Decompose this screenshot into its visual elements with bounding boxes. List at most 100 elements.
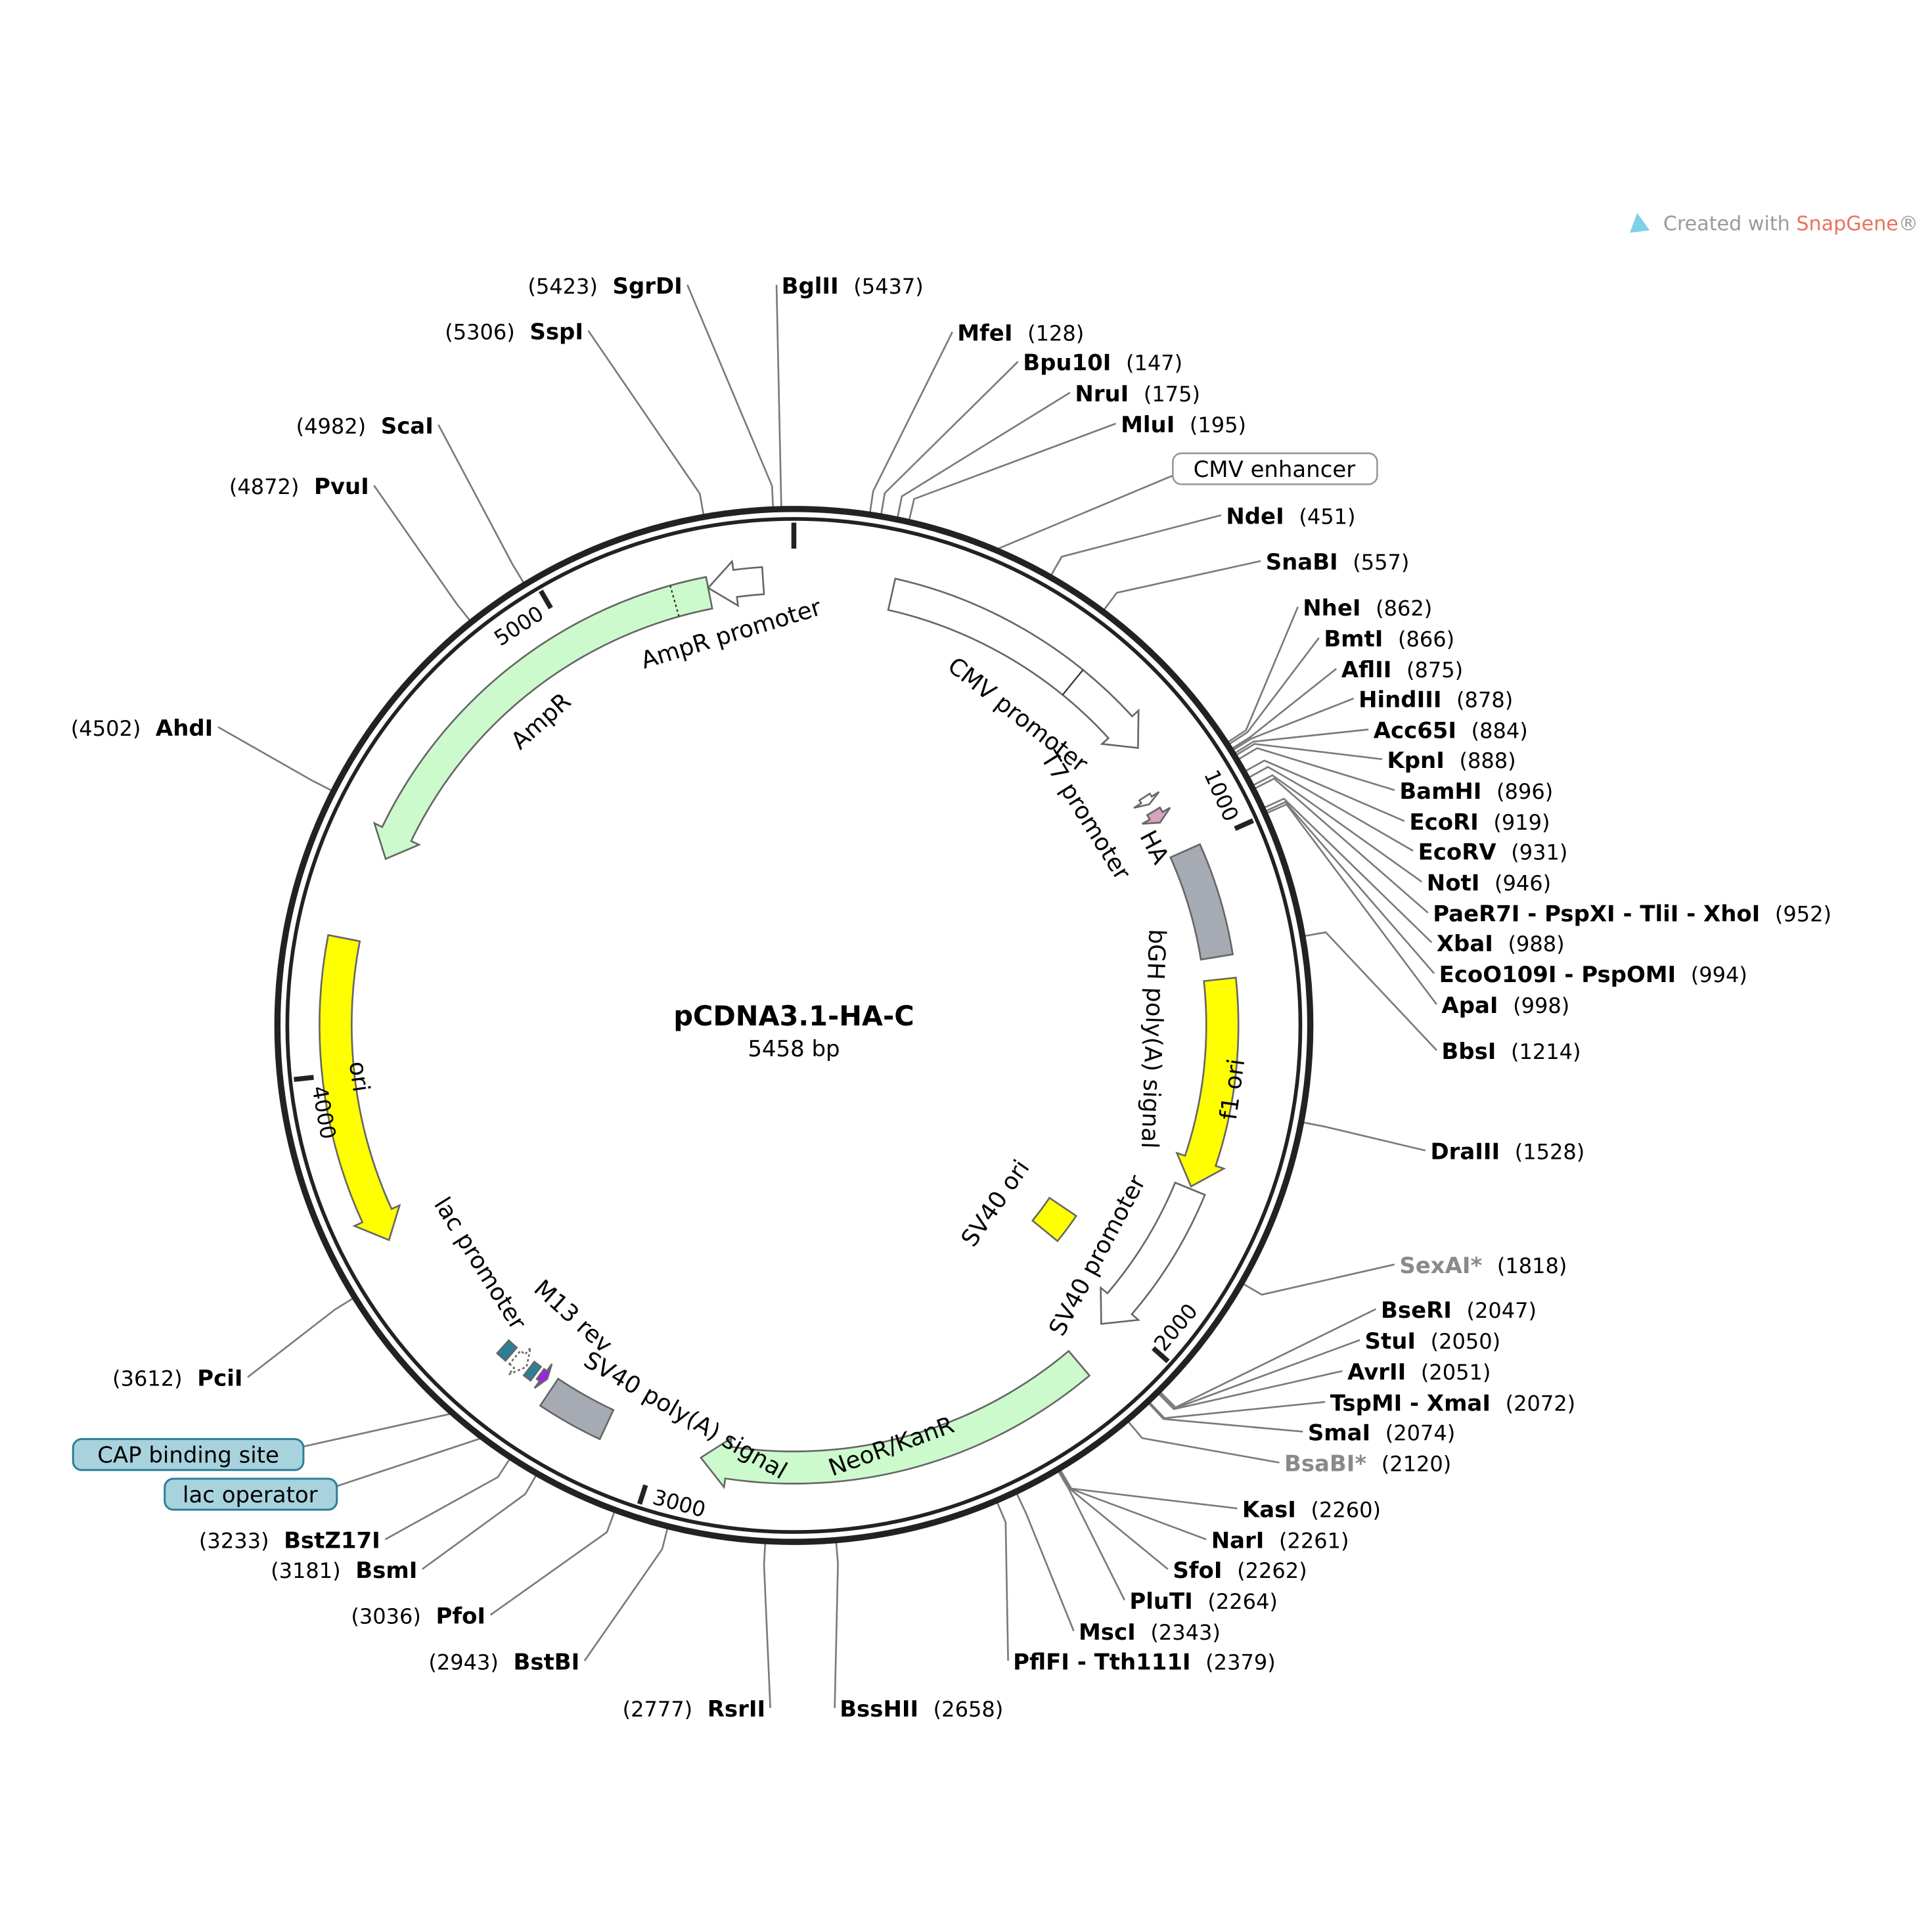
enzyme-site-aflii[interactable]: AflII(875) — [1341, 658, 1463, 683]
enzyme-leader-line — [1234, 729, 1369, 755]
enzyme-site-nhei[interactable]: NheI(862) — [1303, 596, 1432, 621]
enzyme-site-sspi[interactable]: (5306)SspI — [445, 320, 583, 346]
enzyme-position: (946) — [1494, 870, 1551, 895]
enzyme-site-avrii[interactable]: AvrII (2051) — [1347, 1360, 1491, 1385]
enzyme-site-nrui[interactable]: NruI(175) — [1075, 382, 1200, 407]
feature-sv40-poly-a-signal[interactable] — [539, 1378, 615, 1441]
enzyme-site-scai[interactable]: (4982)ScaI — [296, 414, 434, 439]
feature-m13-rev[interactable] — [533, 1363, 553, 1389]
enzyme-site-pvui[interactable]: (4872)PvuI — [229, 474, 369, 500]
plasmid-name: pCDNA3.1-HA-C — [673, 1000, 914, 1032]
feature-cmv-promoter[interactable] — [887, 577, 1140, 749]
enzyme-site-nari[interactable]: NarI(2261) — [1211, 1529, 1349, 1554]
tick-mark-4000 — [294, 1075, 314, 1082]
enzyme-site-smai[interactable]: SmaI(2074) — [1308, 1421, 1455, 1447]
enzyme-site-mlui[interactable]: MluI(195) — [1121, 413, 1246, 438]
tick-mark-3000 — [637, 1484, 648, 1505]
enzyme-name: Acc65I — [1374, 719, 1456, 744]
enzyme-site-mfei[interactable]: MfeI(128) — [957, 321, 1084, 346]
enzyme-position: (147) — [1126, 351, 1182, 376]
enzyme-site-paer7i-pspxi-tlii-xhoi[interactable]: PaeR7I - PspXI - TliI - XhoI(952) — [1433, 902, 1831, 928]
enzyme-site-sgrdi[interactable]: (5423)SgrDI — [528, 274, 682, 300]
feature-lac-operator[interactable] — [522, 1360, 543, 1382]
feature-bgh-poly-a-signal[interactable] — [1169, 843, 1234, 961]
enzyme-leader-line — [763, 1542, 771, 1708]
tick-mark-5000 — [539, 589, 553, 610]
enzyme-name: EcoO109I - PspOMI — [1439, 962, 1676, 988]
enzyme-leader-line — [1157, 1370, 1343, 1410]
enzyme-site-xbai[interactable]: XbaI(988) — [1437, 932, 1565, 957]
enzyme-name: AvrII — [1347, 1360, 1406, 1385]
enzyme-name: ApaI — [1441, 993, 1498, 1019]
enzyme-position: (2777) — [623, 1697, 693, 1722]
enzyme-site-sexai-[interactable]: SexAI*(1818) — [1399, 1253, 1567, 1279]
enzyme-leader-line — [1253, 777, 1429, 914]
enzyme-position: (557) — [1353, 550, 1409, 575]
lac-operator-callout[interactable]: lac operator — [164, 1477, 338, 1511]
enzyme-position: (3036) — [351, 1604, 421, 1629]
enzyme-name: BmtI — [1324, 627, 1383, 652]
enzyme-site-pflfi-tth111i[interactable]: PflFI - Tth111I(2379) — [1013, 1650, 1276, 1675]
enzyme-site-ahdi[interactable]: (4502)AhdI — [71, 716, 213, 742]
enzyme-site-bsabi-[interactable]: BsaBI*(2120) — [1284, 1452, 1451, 1477]
enzyme-site-bmti[interactable]: BmtI(866) — [1324, 627, 1454, 652]
enzyme-site-sfoi[interactable]: SfoI(2262) — [1173, 1558, 1307, 1584]
enzyme-site-tspmi-xmai[interactable]: TspMI - XmaI(2072) — [1330, 1391, 1575, 1416]
enzyme-site-ecoo109i-pspomi[interactable]: EcoO109I - PspOMI(994) — [1439, 962, 1747, 988]
enzyme-leader-line — [686, 284, 775, 508]
enzyme-site-bamhi[interactable]: BamHI(896) — [1399, 779, 1553, 805]
enzyme-site-snabi[interactable]: SnaBI(557) — [1266, 550, 1410, 575]
feature-f1-ori[interactable] — [1175, 976, 1240, 1188]
feature-sv40-ori[interactable] — [1031, 1196, 1078, 1243]
enzyme-leader-line — [1247, 766, 1414, 852]
enzyme-site-ndei[interactable]: NdeI(451) — [1226, 504, 1355, 529]
enzyme-site-bsmi[interactable]: (3181)BsmI — [271, 1558, 417, 1584]
enzyme-site-bseri[interactable]: BseRI(2047) — [1381, 1298, 1537, 1324]
feature-t7-promoter[interactable] — [1133, 791, 1160, 809]
enzyme-site-hindiii[interactable]: HindIII(878) — [1359, 687, 1513, 713]
enzyme-site-pcii[interactable]: (3612)PciI — [112, 1366, 242, 1392]
feature-ha[interactable] — [1142, 806, 1171, 825]
enzyme-site-ecorv[interactable]: EcoRV(931) — [1418, 840, 1568, 865]
enzyme-site-noti[interactable]: NotI(946) — [1427, 870, 1551, 896]
enzyme-position: (128) — [1027, 321, 1084, 346]
enzyme-name: NruI — [1075, 382, 1129, 407]
enzyme-site-bstbi[interactable]: (2943)BstBI — [428, 1650, 579, 1675]
enzyme-leader-line — [1235, 743, 1383, 760]
feature-ampr-promoter[interactable] — [706, 559, 765, 608]
feature-cap-binding-site[interactable] — [495, 1339, 518, 1362]
enzyme-site-bpu10i[interactable]: Bpu10I(147) — [1023, 351, 1182, 376]
cap-binding-site-callout[interactable]: CAP binding site — [72, 1438, 305, 1471]
enzyme-site-stui[interactable]: StuI(2050) — [1365, 1329, 1501, 1355]
svg-text:Created with SnapGene®: Created with SnapGene® — [1663, 213, 1918, 236]
feature-lac-promoter[interactable] — [508, 1347, 531, 1376]
feature-ori[interactable] — [319, 933, 401, 1242]
enzyme-name: BssHII — [840, 1697, 918, 1722]
enzyme-position: (451) — [1299, 504, 1355, 529]
enzyme-site-ecori[interactable]: EcoRI(919) — [1409, 810, 1550, 836]
feature-ampr[interactable] — [372, 575, 713, 861]
enzyme-site-pluti[interactable]: PluTI(2264) — [1129, 1589, 1278, 1615]
enzyme-site-kpni[interactable]: KpnI(888) — [1387, 748, 1516, 774]
feature-neor-kanr[interactable] — [699, 1349, 1091, 1490]
enzyme-name: PflFI - Tth111I — [1013, 1650, 1190, 1675]
feature-sv40-promoter[interactable] — [1100, 1181, 1206, 1325]
enzyme-site-bbsi[interactable]: BbsI(1214) — [1441, 1039, 1581, 1065]
enzyme-site-rsrii[interactable]: (2777)RsrII — [623, 1697, 765, 1722]
enzyme-site-acc65i[interactable]: Acc65I(884) — [1374, 719, 1528, 744]
enzyme-site-kasi[interactable]: KasI(2260) — [1242, 1497, 1381, 1523]
enzyme-site-draiii[interactable]: DraIII(1528) — [1430, 1140, 1584, 1165]
cmv-enhancer-callout[interactable]: CMV enhancer — [1172, 452, 1378, 485]
enzyme-site-apai[interactable]: ApaI(998) — [1441, 993, 1569, 1019]
enzyme-site-bsshii[interactable]: BssHII(2658) — [840, 1697, 1003, 1722]
enzyme-position: (2264) — [1207, 1589, 1278, 1614]
enzyme-site-pfoi[interactable]: (3036)PfoI — [351, 1604, 485, 1630]
enzyme-name: BamHI — [1399, 779, 1481, 805]
enzyme-leader-line — [1238, 747, 1395, 792]
enzyme-site-bglii[interactable]: BglII(5437) — [782, 274, 924, 300]
enzyme-position: (2051) — [1421, 1360, 1491, 1385]
enzyme-site-bstz17i[interactable]: (3233)BstZ17I — [199, 1529, 380, 1554]
enzyme-site-msci[interactable]: MscI(2343) — [1079, 1620, 1221, 1646]
tick-label-5000: 5000 — [489, 601, 548, 651]
enzyme-name: AhdI — [156, 716, 213, 742]
